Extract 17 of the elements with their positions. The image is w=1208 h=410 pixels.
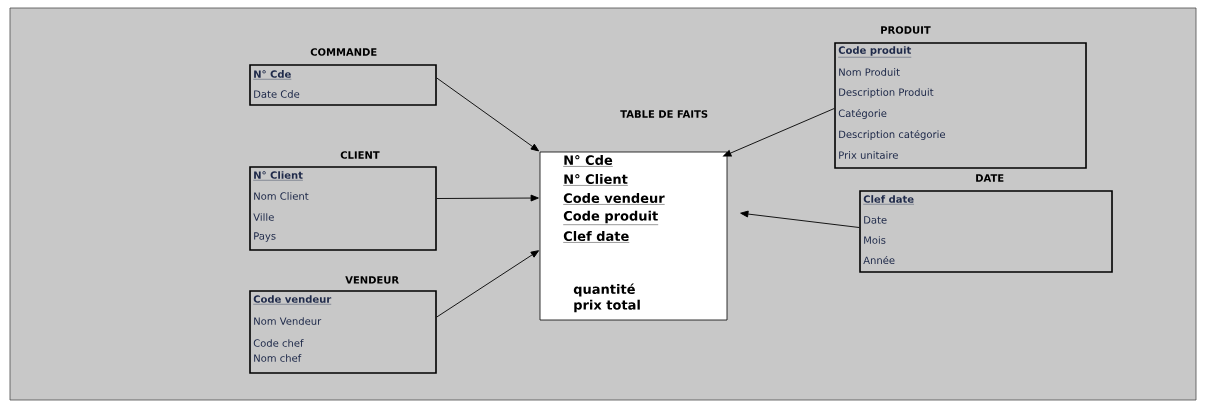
arrow bbox=[436, 250, 540, 318]
arrow bbox=[723, 108, 835, 157]
arrow bbox=[436, 77, 540, 152]
node-label: COMMANDE bbox=[310, 48, 377, 56]
entity-table: TABLE DE FAITS N° Cde N° Client Code vendeur Code produit Clef date quantité prix total bbox=[539, 110, 728, 321]
node-label: VENDEUR bbox=[345, 276, 399, 284]
entity-table: VENDEUR Code vendeur Nom Vendeur Code chef Nom chef bbox=[249, 276, 437, 374]
entity-table: COMMANDE N° Cde Date Cde bbox=[249, 48, 437, 106]
node-label: PRODUIT bbox=[881, 26, 931, 34]
arrow bbox=[740, 210, 860, 228]
node-label: TABLE DE FAITS bbox=[620, 110, 708, 118]
entity-table: DATE Clef date Date Mois Année bbox=[859, 174, 1113, 273]
entity-table: PRODUIT Code produit Nom Produit Description Produit Catégorie Description catégorie Prix unitaire bbox=[834, 26, 1087, 169]
node-label: DATE bbox=[976, 174, 1004, 182]
entity-table: CLIENT N° Client Nom Client Ville Pays bbox=[249, 151, 437, 251]
arrow bbox=[436, 194, 539, 202]
node-label: CLIENT bbox=[340, 151, 380, 159]
